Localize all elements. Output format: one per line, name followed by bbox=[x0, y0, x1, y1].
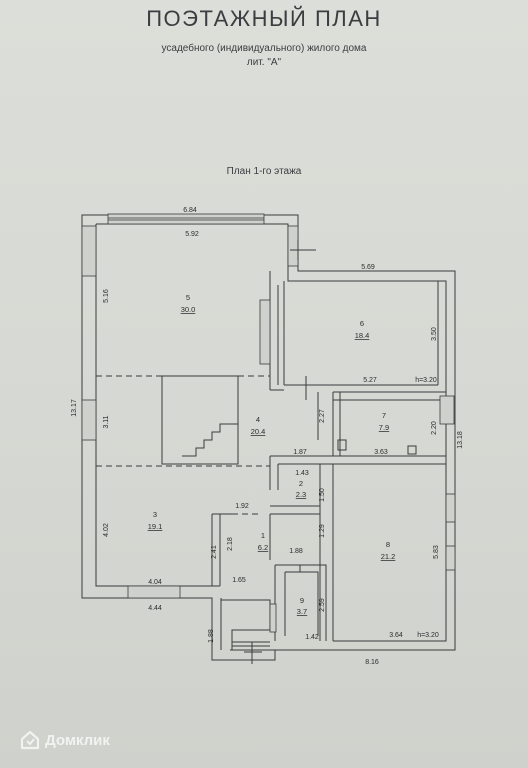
window-left-1 bbox=[81, 225, 97, 277]
wall-room2 bbox=[269, 455, 333, 490]
dim-room6-top: 5.69 bbox=[361, 264, 375, 271]
room-area-8: 21.2 bbox=[381, 552, 396, 561]
room-number-7: 7 bbox=[382, 411, 386, 420]
window-room6 bbox=[259, 299, 271, 365]
sink-fixture bbox=[407, 445, 417, 455]
room-area-2: 2.3 bbox=[296, 490, 306, 499]
room-number-5: 5 bbox=[186, 293, 190, 302]
watermark-text: Домклик bbox=[45, 731, 110, 749]
dim-right-total: 13.18 bbox=[457, 431, 464, 449]
window-room9 bbox=[269, 603, 277, 633]
room-area-3: 19.1 bbox=[148, 522, 163, 531]
room-labels: 5 30.0 6 18.4 4 20.4 7 7.9 2 2.3 3 19.1 … bbox=[148, 293, 396, 616]
home-logo-icon bbox=[20, 730, 40, 750]
window-corner bbox=[287, 225, 299, 267]
dim-top-inner: 5.92 bbox=[185, 231, 199, 238]
dim-top-outer: 6.84 bbox=[183, 207, 197, 214]
room-area-4: 20.4 bbox=[251, 427, 266, 436]
wall-room9 bbox=[274, 564, 327, 641]
dim-room6-right: 3.50 bbox=[431, 327, 438, 341]
room-number-2: 2 bbox=[299, 479, 303, 488]
wall-room1 bbox=[211, 513, 278, 586]
room-area-9: 3.7 bbox=[297, 607, 307, 616]
wall-room2-bottom bbox=[270, 505, 320, 515]
room-number-1: 1 bbox=[261, 531, 265, 540]
room-area-6: 18.4 bbox=[355, 331, 370, 340]
dim-room1-left-a: 2.41 bbox=[211, 545, 218, 559]
dim-room9-top: 1.88 bbox=[289, 548, 303, 555]
entry-door-mark bbox=[290, 240, 316, 260]
toilet-fixture bbox=[337, 439, 347, 451]
dim-left-total: 13.17 bbox=[71, 399, 78, 417]
window-top bbox=[107, 213, 265, 225]
dim-room1-top: 1.92 bbox=[235, 503, 249, 510]
dim-room1-left-b: 2.18 bbox=[227, 537, 234, 551]
room-number-6: 6 bbox=[360, 319, 364, 328]
window-left-2 bbox=[81, 399, 97, 441]
window-right-3 bbox=[445, 545, 456, 571]
wall-room8 bbox=[319, 463, 446, 641]
dim-porch-left: 1.88 bbox=[208, 629, 215, 643]
dim-room1-bottom: 1.65 bbox=[232, 577, 246, 584]
stair-block bbox=[161, 375, 239, 465]
dim-height-2: h=3.20 bbox=[417, 632, 439, 639]
dim-room7-right: 2.20 bbox=[431, 421, 438, 435]
dim-room9-right: 2.59 bbox=[319, 598, 326, 612]
window-right-1 bbox=[439, 395, 455, 425]
room-number-9: 9 bbox=[300, 596, 304, 605]
porch-steps bbox=[232, 641, 270, 647]
subtitle-line-1: усадебного (индивидуального) жилого дома bbox=[161, 43, 367, 54]
dim-room8-bottom: 3.64 bbox=[389, 632, 403, 639]
dim-hall-bottom: 1.87 bbox=[293, 449, 307, 456]
window-right-2 bbox=[445, 493, 456, 523]
dim-room8-right: 5.83 bbox=[433, 545, 440, 559]
wall-stub-1 bbox=[270, 376, 307, 400]
dim-room2-top: 1.43 bbox=[295, 470, 309, 477]
dim-room6-bottom: 5.27 bbox=[363, 377, 377, 384]
dim-left-mid: 3.11 bbox=[103, 415, 110, 428]
window-bottom bbox=[127, 585, 181, 599]
porch-door-mark bbox=[244, 642, 262, 664]
dim-left-upper: 5.16 bbox=[103, 289, 110, 303]
dim-height-1: h=3.20 bbox=[415, 377, 437, 384]
dim-room7-left: 2.27 bbox=[319, 409, 326, 423]
dim-room2-right: 1.50 bbox=[319, 488, 326, 502]
dim-room1-right: 1.29 bbox=[319, 524, 326, 538]
stair-steps bbox=[182, 423, 238, 457]
subtitle-line-2: лит. "А" bbox=[246, 57, 282, 68]
dimension-labels: 6.84 5.92 5.69 5.16 13.17 3.11 4.02 3.50… bbox=[71, 207, 464, 666]
dim-bottom-total: 8.16 bbox=[365, 659, 379, 666]
room-area-1: 6.2 bbox=[258, 543, 268, 552]
floor-plan-title: План 1-го этажа bbox=[226, 166, 302, 177]
room-area-5: 30.0 bbox=[181, 305, 196, 314]
room-area-7: 7.9 bbox=[379, 423, 389, 432]
domclick-watermark: Домклик bbox=[20, 730, 110, 750]
page-title: ПОЭТАЖНЫЙ ПЛАН bbox=[146, 6, 382, 31]
dim-room7-bottom: 3.63 bbox=[374, 449, 388, 456]
room-number-8: 8 bbox=[386, 540, 390, 549]
room-number-3: 3 bbox=[153, 510, 157, 519]
dim-room9-bottom: 1.42 bbox=[305, 634, 319, 641]
wall-room7 bbox=[332, 391, 446, 457]
dim-bottom-left-outer: 4.44 bbox=[148, 605, 162, 612]
dim-left-lower: 4.02 bbox=[103, 523, 110, 537]
window-top-lines bbox=[108, 217, 264, 221]
dim-room3-bottom: 4.04 bbox=[148, 579, 162, 586]
room-number-4: 4 bbox=[256, 415, 260, 424]
